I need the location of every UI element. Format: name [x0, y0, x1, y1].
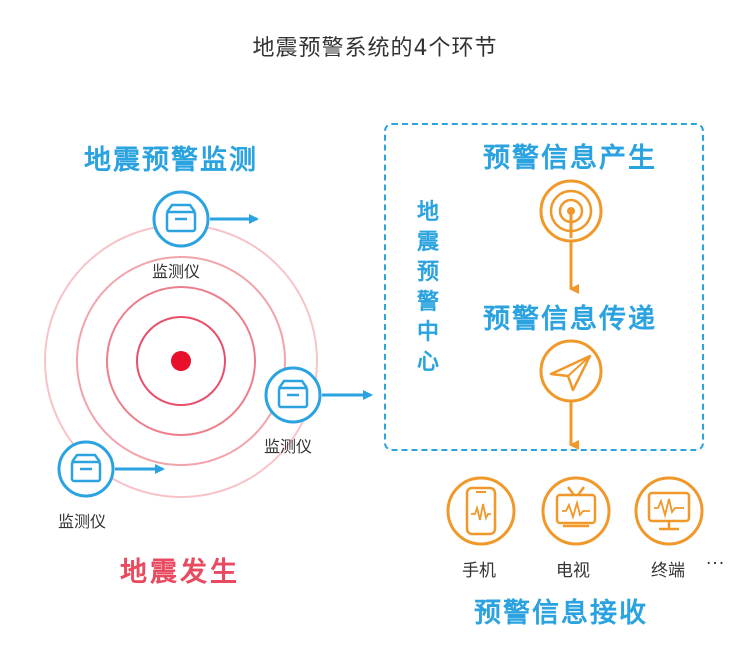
box-icon	[70, 453, 102, 483]
warning-center-box	[384, 123, 704, 451]
ring-inner	[136, 316, 226, 406]
center-char: 地	[416, 200, 439, 225]
sensor-right	[264, 366, 373, 424]
warning-center-label: 地 震 预 警 中 心	[414, 198, 442, 378]
signal-tower-icon	[539, 179, 603, 243]
monitoring-heading: 地震预警监测	[84, 145, 258, 176]
more-ellipsis: ···	[706, 554, 726, 574]
device-label-tv: 电视	[556, 561, 590, 581]
sensor-bottom	[57, 440, 165, 498]
transmit-heading: 预警信息传递	[483, 304, 657, 335]
center-char: 震	[416, 230, 439, 255]
center-char: 警	[416, 290, 439, 315]
sensor-label-right: 监测仪	[264, 437, 313, 456]
device-label-terminal: 终端	[651, 561, 685, 581]
tv-icon	[541, 476, 611, 546]
ring-2	[106, 286, 256, 436]
send-icon	[539, 339, 603, 403]
center-char: 心	[416, 350, 439, 375]
generate-heading: 预警信息产生	[483, 143, 657, 174]
center-char: 预	[416, 260, 439, 285]
phone-icon	[446, 476, 516, 546]
ring-3	[76, 256, 286, 466]
sensor-label-bottom: 监测仪	[58, 512, 107, 531]
center-char: 中	[416, 320, 439, 345]
monitor-icon	[634, 476, 704, 546]
device-label-phone: 手机	[462, 561, 496, 581]
sensor-top	[152, 190, 259, 248]
sensor-label-top: 监测仪	[152, 262, 201, 281]
reception-heading: 预警信息接收	[474, 598, 648, 629]
box-icon	[277, 379, 309, 409]
diagram-title: 地震预警系统的4个环节	[252, 36, 498, 61]
box-icon	[165, 203, 197, 233]
epicenter	[171, 351, 191, 371]
earthquake-heading: 地震发生	[120, 557, 240, 588]
